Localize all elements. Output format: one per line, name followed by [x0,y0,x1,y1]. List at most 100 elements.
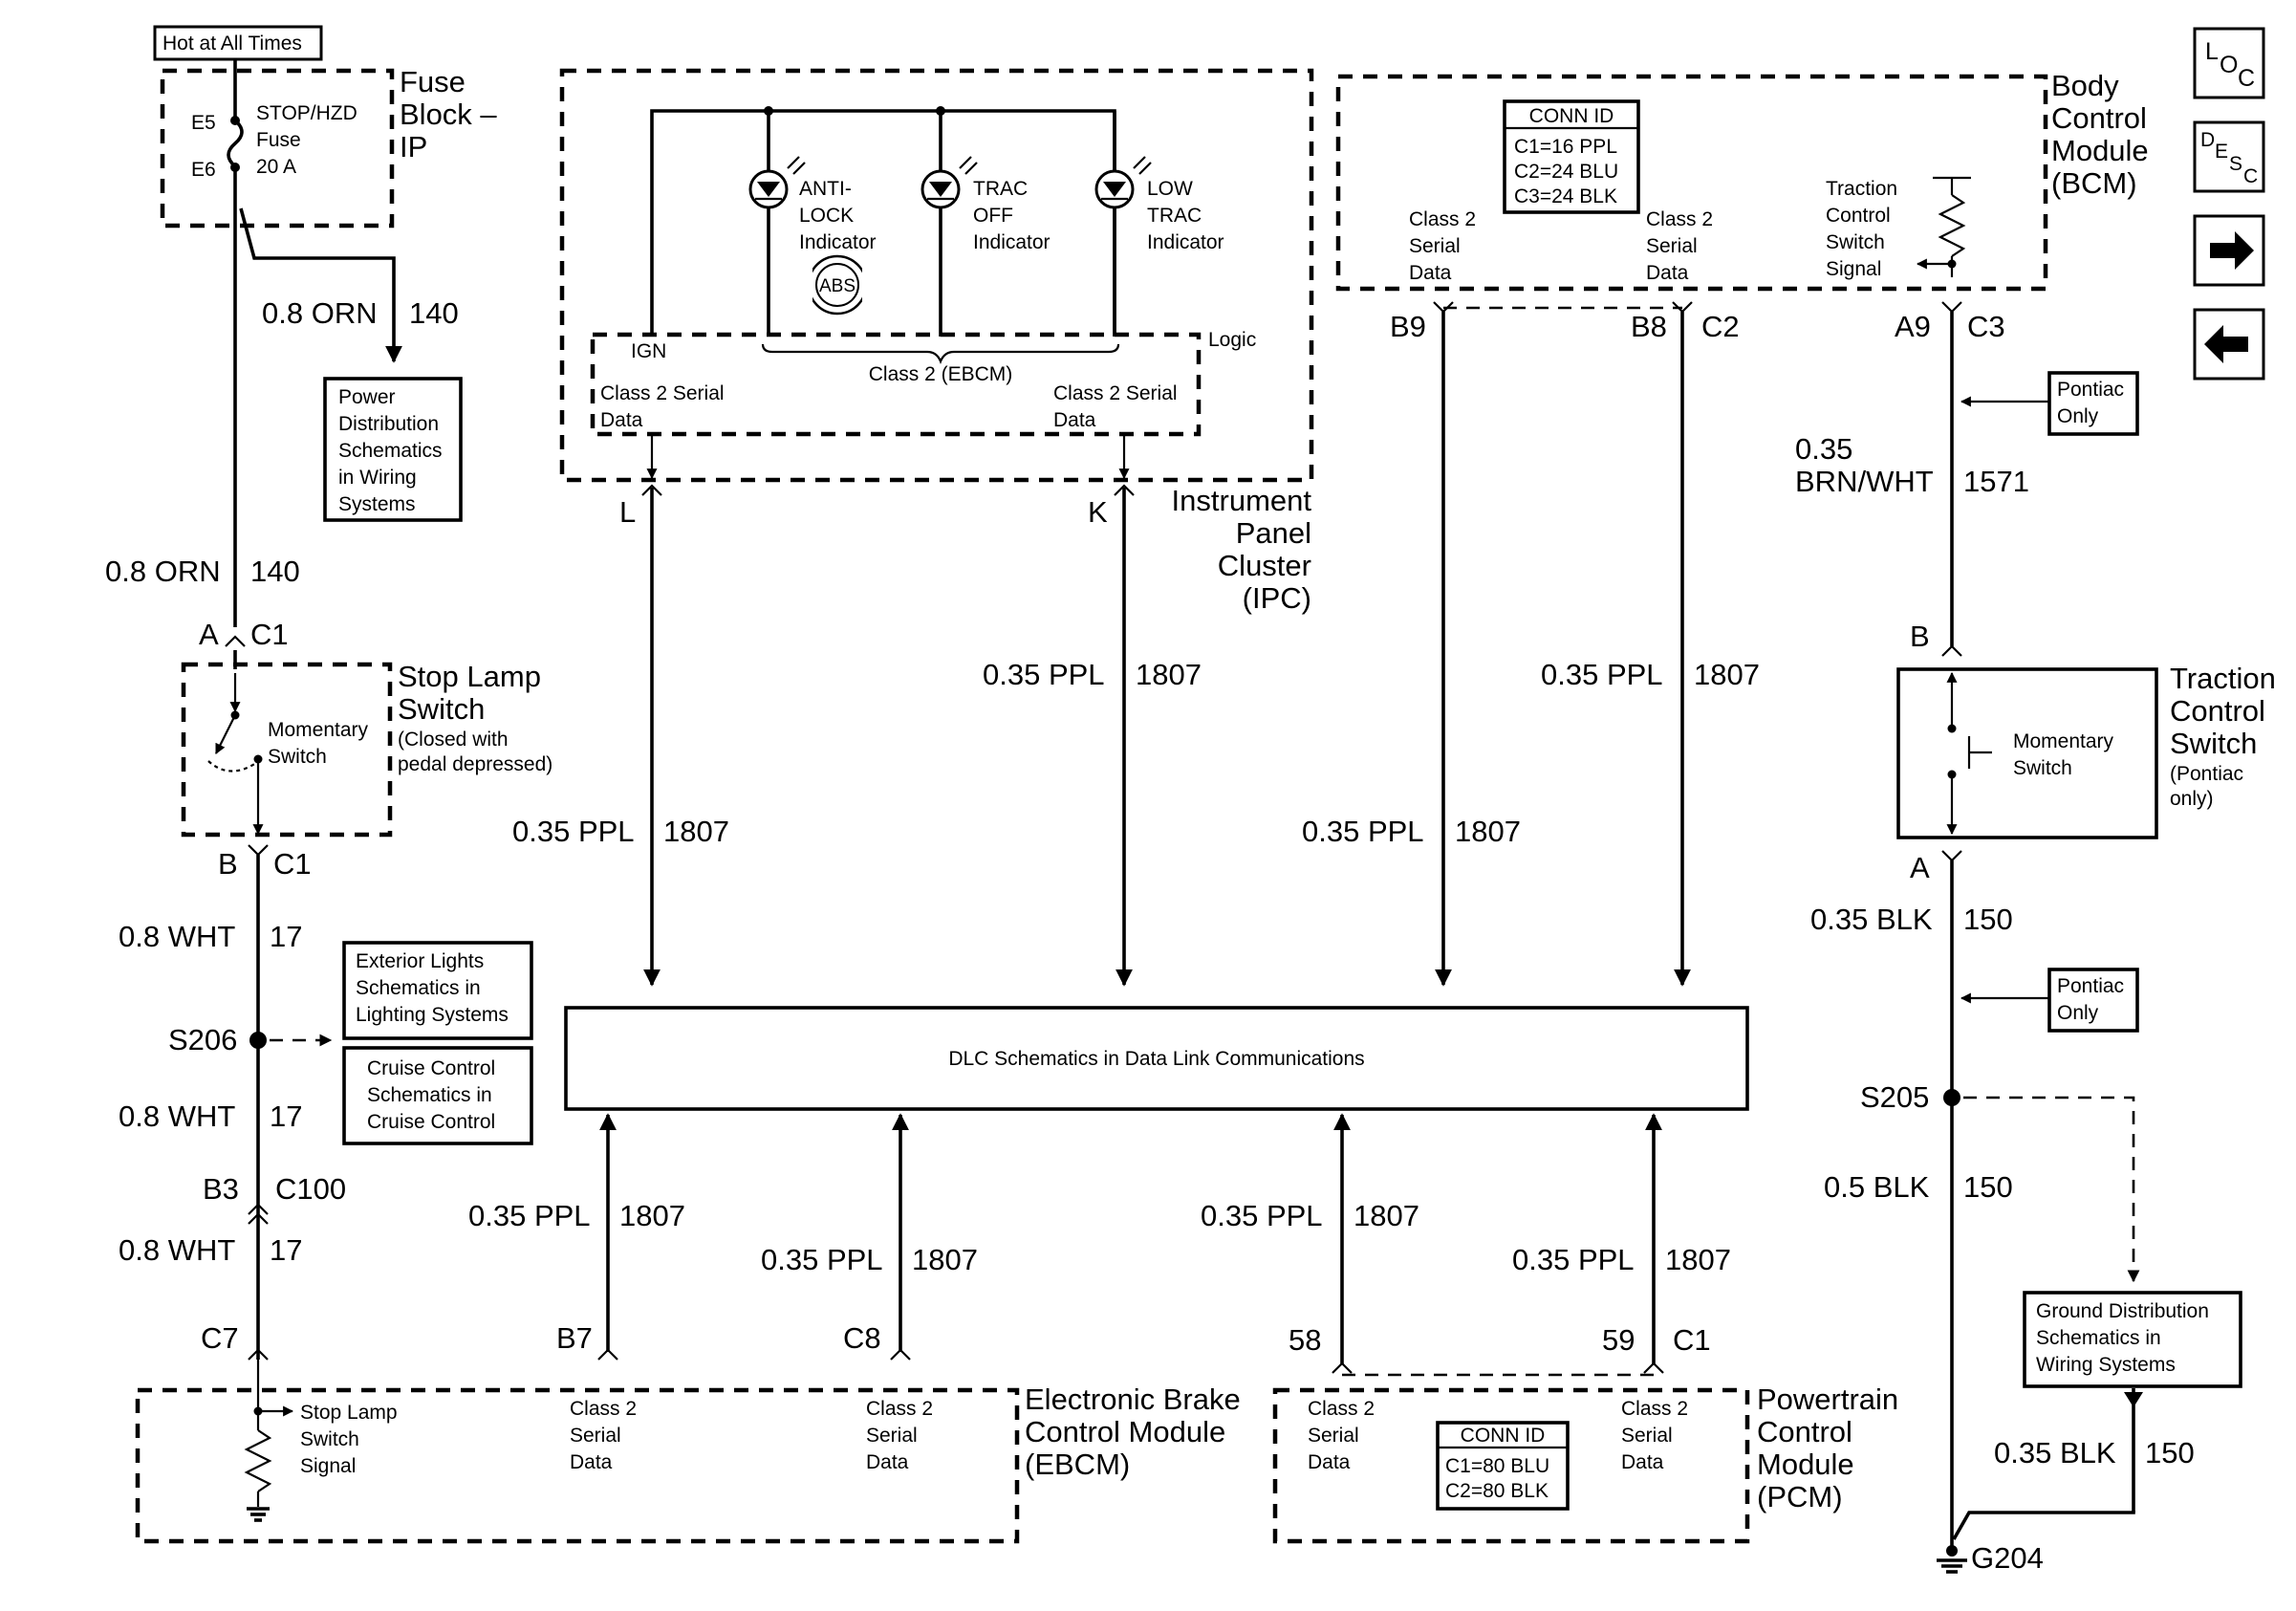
wire-label-gdist-g204-size: 0.35 BLK [1994,1436,2116,1469]
svg-text:in Wiring: in Wiring [338,467,417,489]
ground-g204-icon [1937,1545,1967,1574]
desc-letter-e: E [2215,141,2228,163]
ref-cruise-control[interactable]: Cruise Control Schematics in Cruise Cont… [342,1046,533,1145]
conn-bcm-c3: C3 [1967,310,2005,343]
ref-ground-distribution[interactable]: Ground Distribution Schematics in Wiring… [2023,1291,2242,1388]
fuse-word: Fuse [256,129,301,151]
svg-text:CONN ID: CONN ID [1529,105,1614,127]
svg-text:Hot at All Times: Hot at All Times [162,33,302,54]
wire-label-pcm-58-circuit: 1807 [1354,1199,1419,1232]
traction-control-switch [1896,667,2158,839]
ground-g204-label: G204 [1971,1541,2044,1575]
conn-b9: B9 [1390,310,1426,343]
conn-c7: C7 [201,1321,239,1355]
conn-stop-a: A [199,618,219,651]
pcm-serial-right-1: Class 2 [1621,1398,1688,1420]
stop-switch-inner-2: Switch [268,746,327,768]
svg-text:Wiring Systems: Wiring Systems [2036,1354,2176,1376]
conn-pin59: 59 [1602,1323,1635,1357]
fuse-block-title-line3: IP [400,130,427,163]
conn-tcs-b: B [1910,620,1930,653]
wire-label-gdist-g204-circuit: 150 [2145,1436,2195,1469]
bcm-title-4: (BCM) [2051,166,2137,200]
wire-label-ipc-l-circuit: 1807 [663,815,729,848]
wire-label-pcm-58-size: 0.35 PPL [1201,1199,1323,1232]
pcm-title-4: (PCM) [1757,1480,1843,1513]
wire-label-ipc-l-size: 0.35 PPL [512,815,635,848]
ref-pontiac-only-top: Pontiac Only [2047,371,2139,436]
wire-label-tcs-s205-circuit: 150 [1963,903,2013,936]
loc-button[interactable]: L O C [2193,27,2265,99]
bcm-serial-right-1: Class 2 [1646,208,1713,230]
pcm-serial-right-2: Serial [1621,1425,1673,1447]
terminal-e6: E6 [191,159,216,181]
wire-label-s205-g204-size: 0.5 BLK [1824,1170,1930,1204]
loc-letter-c: C [2238,65,2255,92]
ipc-title-3: Cluster [1218,549,1311,582]
trac-off-indicator-icon [921,111,978,337]
svg-text:Ground Distribution: Ground Distribution [2036,1300,2209,1322]
svg-text:Schematics in: Schematics in [2036,1327,2161,1349]
wire-label-ipc-k-circuit: 1807 [1136,658,1202,691]
svg-text:Only: Only [2057,1002,2099,1024]
ebcm-title-1: Electronic Brake [1025,1382,1241,1416]
pull-up-resistor-icon [1916,176,1971,277]
wire-label-pcm-59-circuit: 1807 [1665,1243,1731,1276]
wire-label-bcm-tcs-size: 0.35 [1795,432,1852,466]
connector-tcs-b-symbol [1941,644,1962,657]
svg-text:CONN ID: CONN ID [1461,1425,1546,1447]
wire-label-fuse-pdist-size: 0.8 ORN [262,296,378,330]
ebcm-title-2: Control Module [1025,1415,1225,1448]
wire-label-s206-c100-size: 0.8 WHT [119,1099,235,1133]
connector-a9-symbol [1941,301,1962,314]
wire-label-fuse-stop-size: 0.8 ORN [105,555,221,588]
wire-label-ebcm-c8-size: 0.35 PPL [761,1243,883,1276]
svg-text:Distribution: Distribution [338,413,439,435]
stop-lamp-switch-note-1: (Closed with [398,729,509,751]
terminal-e5: E5 [191,112,216,134]
loc-letter-l: L [2205,38,2219,65]
ebcm-pulldown-resistor-icon [244,1360,294,1522]
fuse-block-title-line1: Fuse [400,65,466,98]
trac-off-label-3: Indicator [973,231,1051,253]
conn-c8: C8 [843,1321,881,1355]
ebcm-serial-left-2: Serial [570,1425,621,1447]
ebcm-stop-signal-2: Switch [300,1428,359,1450]
connector-c7-symbol [248,1348,269,1361]
svg-text:Systems: Systems [338,493,416,515]
ref-exterior-lights[interactable]: Exterior Lights Schematics in Lighting S… [342,941,533,1040]
conn-b3: B3 [203,1172,239,1206]
svg-text:C2=80 BLK: C2=80 BLK [1445,1480,1549,1502]
ipc-serial-left-2: Data [600,409,643,431]
tcs-title-3: Switch [2170,727,2257,760]
ebcm-stop-signal-3: Signal [300,1455,356,1477]
desc-button[interactable]: D E S C [2193,120,2265,193]
svg-text:Cruise Control: Cruise Control [367,1111,495,1133]
conn-stop-a-c1: C1 [250,618,289,651]
wire-label-ebcm-b7-circuit: 1807 [619,1199,685,1232]
trac-off-label-1: TRAC [973,178,1028,200]
wire-label-bcm-b8-size: 0.35 PPL [1541,658,1663,691]
ref-dlc-data-link[interactable]: DLC Schematics in Data Link Communicatio… [564,1006,1749,1111]
bcm-title-1: Body [2051,69,2119,102]
stop-lamp-switch-note-2: pedal depressed) [398,753,552,775]
arrow-left-icon [2204,325,2248,363]
fuse-icon [227,59,244,172]
conn-stop-b: B [218,847,238,881]
ref-power-distribution[interactable]: Power Distribution Schematics in Wiring … [323,377,463,522]
ipc-title-4: (IPC) [1243,581,1311,615]
fuse-name: STOP/HZD [256,102,357,124]
ebcm-serial-left-1: Class 2 [570,1398,637,1420]
arrow-right-icon [2210,231,2254,270]
abs-badge-icon: ABS [805,254,870,316]
tcs-inner-1: Momentary [2013,730,2114,752]
prev-page-button[interactable] [2193,308,2265,381]
momentary-switch-icon [207,650,264,836]
next-page-button[interactable] [2193,214,2265,287]
stop-lamp-switch-title-2: Switch [398,692,485,726]
ipc-serial-right-2: Data [1053,409,1096,431]
ebcm-stop-signal-1: Stop Lamp [300,1402,398,1424]
fuse-block-ip [160,68,395,229]
ebcm-serial-right-2: Serial [866,1425,918,1447]
svg-text:Schematics in: Schematics in [367,1084,492,1106]
